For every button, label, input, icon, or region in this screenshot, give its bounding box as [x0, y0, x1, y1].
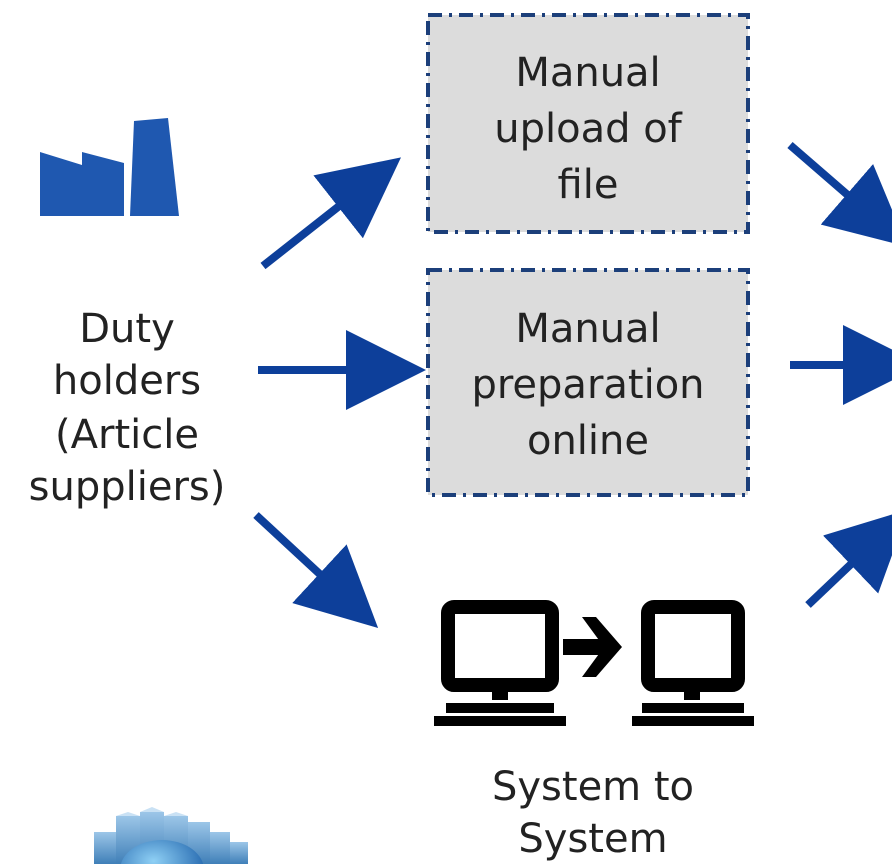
right-computer-icon	[632, 600, 754, 726]
manual-upload-line-2: upload of	[494, 106, 682, 152]
manual-preparation-line-2: preparation	[471, 362, 704, 408]
system-to-system-label: System to System	[492, 764, 694, 862]
arrow-to-upload	[260, 157, 402, 270]
manual-preparation-box: Manual preparation online	[426, 268, 750, 497]
computer-to-computer-icon	[434, 600, 754, 726]
factory-icon	[40, 118, 179, 216]
manual-upload-line-1: Manual	[515, 50, 660, 96]
source-label-line-1: Duty	[79, 306, 175, 352]
left-computer-icon	[434, 600, 566, 726]
system-label-line-2: System	[518, 816, 667, 862]
manual-preparation-line-3: online	[527, 418, 649, 464]
arrow-from-system	[805, 509, 892, 608]
database-globe-icon	[94, 807, 248, 864]
system-label-line-1: System to	[492, 764, 694, 810]
source-label-line-2: holders	[53, 358, 201, 404]
arrow-to-system	[253, 512, 379, 629]
manual-upload-line-3: file	[558, 162, 619, 208]
transfer-arrow-icon	[563, 617, 622, 677]
arrow-from-upload	[787, 141, 892, 247]
arrows	[253, 141, 892, 629]
manual-upload-box: Manual upload of file	[426, 13, 750, 234]
duty-holders-label: Duty holders (Article suppliers)	[29, 306, 226, 510]
manual-preparation-line-1: Manual	[515, 306, 660, 352]
source-label-line-3: (Article	[55, 412, 199, 458]
source-label-line-4: suppliers)	[29, 464, 226, 510]
